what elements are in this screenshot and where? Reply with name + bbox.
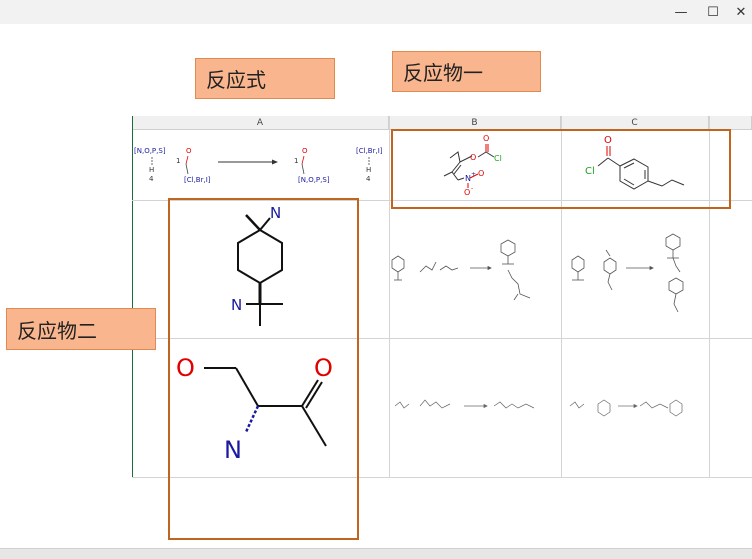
b1-nitro-o: O [478, 169, 484, 178]
b1-carbonyl-o: O [483, 134, 489, 143]
reactant-two-molecule-a2[interactable]: N N [231, 204, 283, 326]
template-right-o: O [302, 147, 308, 155]
a3-ketone-o: O [314, 354, 333, 382]
template-right-num: 1 [294, 157, 298, 165]
template-left-count: 4 [149, 175, 154, 183]
reactant-one-molecule-b1[interactable]: O O Cl N + O O - [443, 134, 502, 197]
reactant-two-frame [168, 198, 359, 540]
reactant-one-molecule-c1[interactable]: O Cl [585, 135, 685, 190]
grid-line [132, 200, 752, 201]
product-scheme-b2[interactable] [391, 239, 531, 301]
grid-line [389, 116, 390, 478]
template-left-num: 1 [176, 157, 180, 165]
close-button[interactable]: ✕ [735, 4, 747, 20]
reactant-one-frame [391, 129, 731, 209]
product-scheme-c3[interactable] [569, 399, 683, 417]
title-bar: — ☐ ✕ [0, 0, 752, 24]
template-left-group: [N,O,P,S] [134, 147, 166, 155]
a3-hydroxyl-o: O [176, 354, 195, 382]
template-left-h: H [149, 166, 154, 174]
status-bar [0, 548, 752, 559]
reaction-template[interactable]: [N,O,P,S] H 4 1 O [Cl,Br,I] 1 O [N,O,P,S… [134, 147, 383, 184]
column-header-a[interactable]: A [132, 116, 389, 130]
a3-amine-n: N [224, 436, 242, 464]
c1-chlorine: Cl [585, 166, 595, 177]
reactant-two-molecule-a3[interactable]: O O N [176, 354, 333, 464]
grid-line [561, 116, 562, 478]
reaction-formula-label: 反应式 [195, 58, 335, 99]
a2-amine-n-top: N [270, 204, 281, 222]
b1-nitro-o-minus: O [464, 188, 470, 197]
template-left-o: O [186, 147, 192, 155]
sheet-left-border [132, 116, 133, 478]
c1-oxygen: O [604, 135, 612, 146]
product-scheme-c2[interactable] [571, 233, 684, 313]
grid-line [132, 477, 752, 478]
product-scheme-b3[interactable] [394, 399, 535, 409]
template-left-halogen: [Cl,Br,I] [184, 176, 211, 184]
b1-ester-o: O [470, 153, 476, 162]
template-right-h: H [366, 166, 371, 174]
template-right-count: 4 [366, 175, 371, 183]
template-right-group: [N,O,P,S] [298, 176, 330, 184]
reactant-one-label: 反应物一 [392, 51, 541, 92]
grid-line [132, 338, 752, 339]
template-right-halogen: [Cl,Br,I] [356, 147, 383, 155]
reactant-two-label: 反应物二 [6, 308, 156, 350]
grid-line [709, 116, 710, 478]
b1-plus-sign: + [471, 171, 476, 178]
b1-chlorine: Cl [494, 154, 502, 163]
a2-amine-n-bottom: N [231, 296, 242, 314]
maximize-button[interactable]: ☐ [707, 4, 719, 20]
b1-minus-sign: - [471, 185, 473, 192]
b1-nitro-n: N [465, 174, 471, 183]
minimize-button[interactable]: — [674, 4, 688, 20]
